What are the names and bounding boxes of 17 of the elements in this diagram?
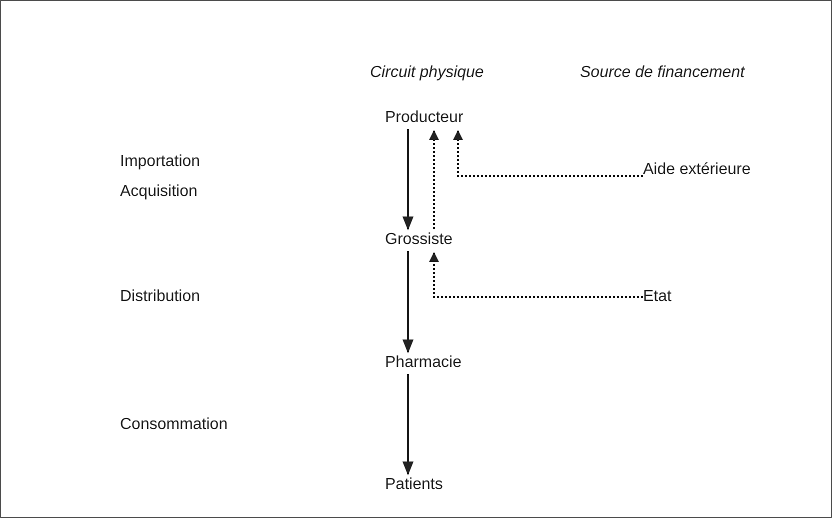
node-label: Grossiste <box>385 229 453 251</box>
arrow <box>402 374 414 476</box>
column-heading: Circuit physique <box>370 63 484 83</box>
column-heading: Source de financement <box>580 63 745 83</box>
arrow <box>402 129 414 230</box>
arrow <box>402 251 414 354</box>
node-label: Producteur <box>385 107 464 129</box>
stage-label: Distribution <box>120 287 200 307</box>
dotted-arrow <box>429 130 439 229</box>
dotted-arrow <box>453 130 643 177</box>
node-label: Etat <box>643 286 672 308</box>
stage-label: Consommation <box>120 415 228 435</box>
node-label: Aide extérieure <box>643 159 751 181</box>
stage-label: Importation Acquisition <box>120 152 202 202</box>
dotted-arrow <box>429 252 643 298</box>
node-label: Patients <box>385 474 443 496</box>
node-label: Pharmacie <box>385 352 462 374</box>
